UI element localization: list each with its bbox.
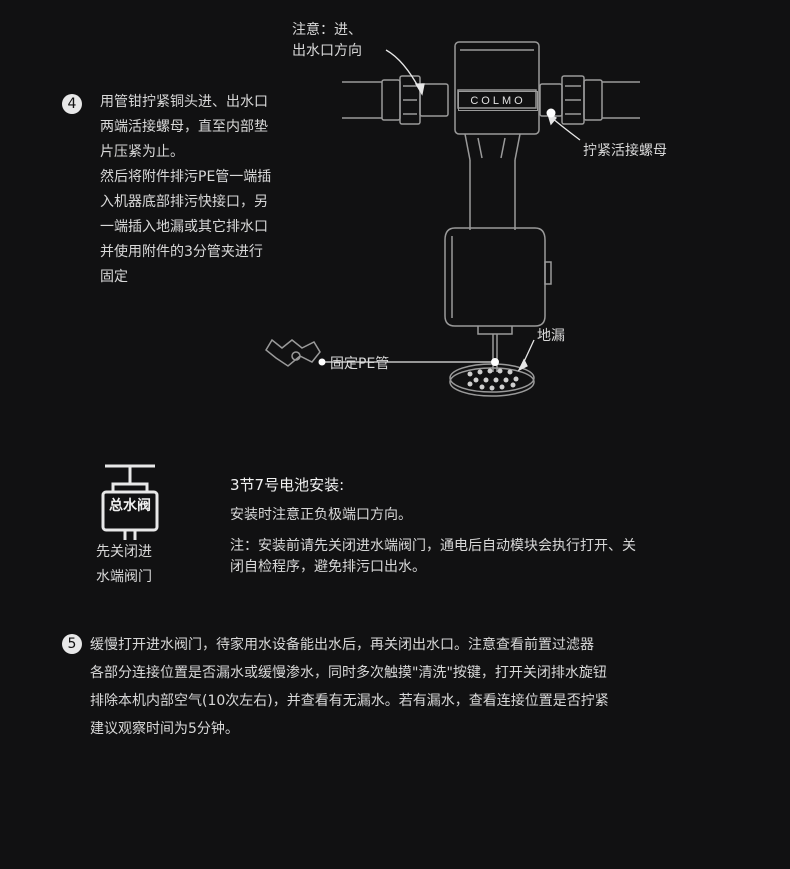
step-4-line: 一端插入地漏或其它排水口 xyxy=(100,219,268,235)
step-4-line: 两端活接螺母，直至内部垫 xyxy=(100,119,268,135)
step-4-line: 入机器底部排污快接口，另 xyxy=(100,194,268,210)
step-4-number: 4 xyxy=(67,96,77,112)
valve-caption-line: 先关闭进 xyxy=(96,544,152,560)
step-5-line: 排除本机内部空气(10次左右)，并查看有无漏水。若有漏水，查看连接位置是否拧紧 xyxy=(90,693,609,709)
step-4-line: 用管钳拧紧铜头进、出水口 xyxy=(100,94,268,110)
pe-pipe-label: 固定PE管 xyxy=(330,356,390,372)
battery-note-line: 注：安装前请先关闭进水端阀门，通电后自动模块会执行打开、关 xyxy=(230,538,636,554)
step-5-line: 缓慢打开进水阀门，待家用水设备能出水后，再关闭出水口。注意查看前置过滤器 xyxy=(90,637,594,653)
filter-installation-diagram xyxy=(265,41,640,397)
battery-description: 安装时注意正负极端口方向。 xyxy=(230,507,412,523)
step-4-line: 固定 xyxy=(100,269,128,285)
inlet-pipe xyxy=(342,81,382,119)
step-5-text: 缓慢打开进水阀门，待家用水设备能出水后，再关闭出水口。注意查看前置过滤器 各部分… xyxy=(90,631,609,743)
battery-note: 注：安装前请先关闭进水端阀门，通电后自动模块会执行打开、关 闭自检程序，避免排污… xyxy=(230,536,636,578)
floor-drain-label: 地漏 xyxy=(537,328,565,344)
direction-note-line: 出水口方向 xyxy=(292,43,362,59)
pipe-clip-icon xyxy=(265,338,321,367)
step-4-text: 用管钳拧紧铜头进、出水口 两端活接螺母，直至内部垫 片压紧为止。 然后将附件排污… xyxy=(100,90,271,290)
brand-logo: COLMO xyxy=(458,91,538,111)
floor-drain-icon xyxy=(449,367,535,397)
battery-title: 3节7号电池安装: xyxy=(230,476,345,494)
left-connector xyxy=(419,83,449,117)
valve-caption: 先关闭进 水端阀门 xyxy=(96,540,152,590)
step-5-line: 建议观察时间为5分钟。 xyxy=(90,721,239,737)
step-4-line: 并使用附件的3分管夹进行 xyxy=(100,244,263,260)
step-4-line: 片压紧为止。 xyxy=(100,144,184,160)
filter-canister xyxy=(444,227,546,327)
outlet-pipe xyxy=(602,81,640,119)
main-valve-icon xyxy=(101,464,159,540)
left-union-nut-icon xyxy=(381,79,401,121)
step-5-line: 各部分连接位置是否漏水或缓慢渗水，同时多次触摸"清洗"按键，打开关闭排水旋钮 xyxy=(90,665,607,681)
main-valve-label: 总水阀 xyxy=(109,498,151,514)
battery-note-line: 闭自检程序，避免排污口出水。 xyxy=(230,559,426,575)
step-5-number: 5 xyxy=(67,636,77,652)
valve-caption-line: 水端阀门 xyxy=(96,569,152,585)
direction-note: 注意：进、 出水口方向 xyxy=(292,20,362,62)
direction-note-line: 注意：进、 xyxy=(292,22,362,38)
step-5-badge: 5 xyxy=(62,634,82,654)
step-4-line: 然后将附件排污PE管一端插 xyxy=(100,169,272,185)
union-nut-label: 拧紧活接螺母 xyxy=(583,143,667,159)
filter-head xyxy=(454,41,540,135)
step-4-badge: 4 xyxy=(62,94,82,114)
